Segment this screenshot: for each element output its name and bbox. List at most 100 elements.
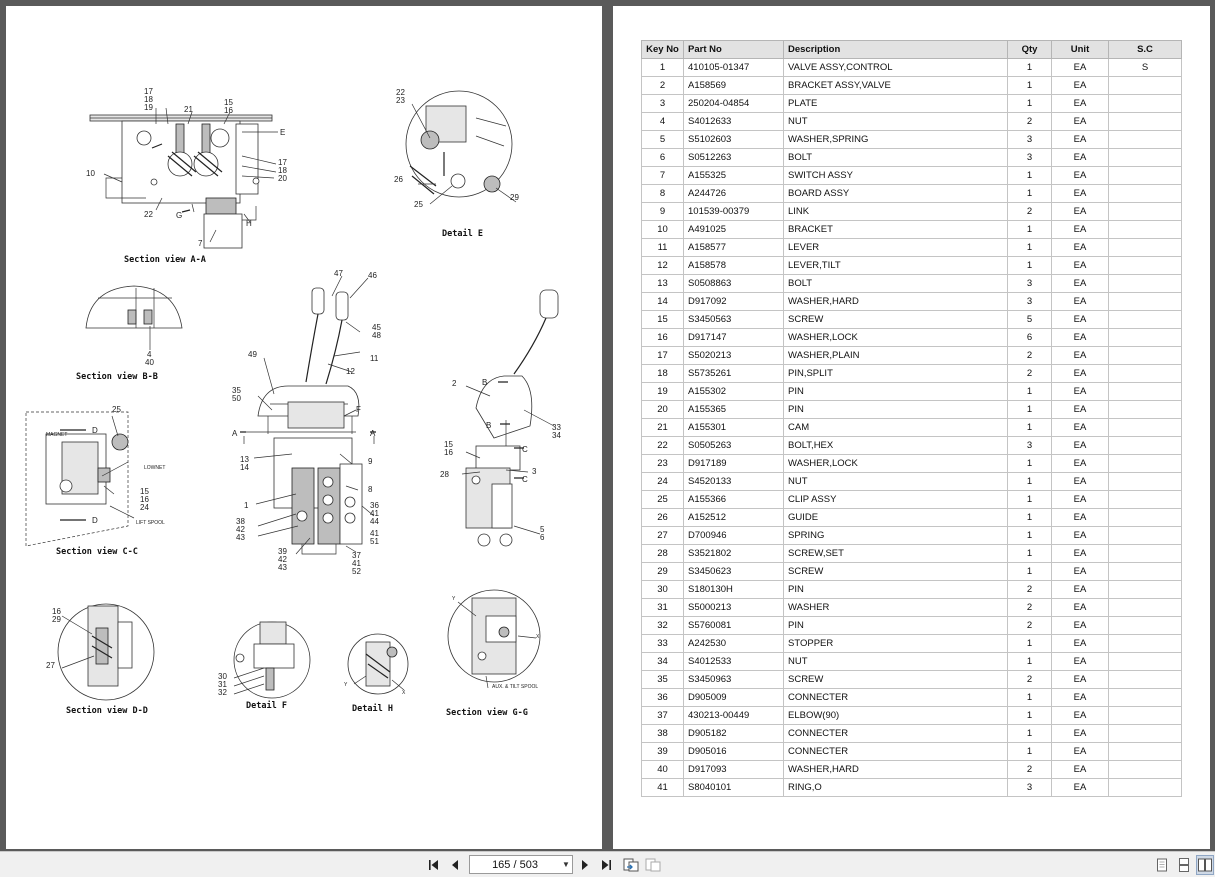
cell-part-no: D700946 [683, 526, 784, 545]
cell-key-no: 14 [641, 292, 684, 311]
cell-qty: 1 [1007, 562, 1052, 581]
cell-sc [1108, 382, 1182, 401]
cell-unit: EA [1051, 544, 1109, 563]
cell-key-no: 41 [641, 778, 684, 797]
cell-part-no: A152512 [683, 508, 784, 527]
cell-part-no: S3521802 [683, 544, 784, 563]
svg-text:B: B [486, 421, 491, 430]
svg-text:Section view A-A: Section view A-A [124, 254, 206, 265]
cell-key-no: 27 [641, 526, 684, 545]
cell-unit: EA [1051, 490, 1109, 509]
cell-description: BOARD ASSY [783, 184, 1008, 203]
cell-qty: 1 [1007, 526, 1052, 545]
cell-sc [1108, 310, 1182, 329]
cell-part-no: S5020213 [683, 346, 784, 365]
cell-unit: EA [1051, 418, 1109, 437]
svg-text:Detail E: Detail E [442, 228, 483, 239]
next-page-icon[interactable] [578, 855, 592, 875]
cell-sc [1108, 328, 1182, 347]
section-view-d-d: 16 29 27 Section view D-D [46, 603, 155, 716]
detail-h: Y X Detail H [344, 633, 409, 714]
svg-text:17: 17 [144, 87, 153, 96]
cell-part-no: A158569 [683, 76, 784, 95]
cell-key-no: 23 [641, 454, 684, 473]
svg-text:41: 41 [370, 509, 379, 518]
svg-text:35: 35 [232, 386, 241, 395]
previous-page-icon[interactable] [448, 855, 462, 875]
cell-key-no: 39 [641, 742, 684, 761]
cell-part-no: A155365 [683, 400, 784, 419]
cell-sc [1108, 184, 1182, 203]
svg-text:20: 20 [278, 174, 287, 183]
cell-qty: 1 [1007, 382, 1052, 401]
cell-qty: 1 [1007, 418, 1052, 437]
cell-qty: 1 [1007, 508, 1052, 527]
parts-diagram: 17 18 19 21 15 16 10 22 G 7 H E 17 18 20… [25, 87, 561, 718]
svg-text:21: 21 [184, 105, 193, 114]
cell-part-no: A242530 [683, 634, 784, 653]
cell-description: NUT [783, 112, 1008, 131]
cell-key-no: 30 [641, 580, 684, 599]
svg-text:F: F [356, 405, 361, 414]
cell-unit: EA [1051, 238, 1109, 257]
cell-description: GUIDE [783, 508, 1008, 527]
cell-unit: EA [1051, 760, 1109, 779]
cell-description: SPRING [783, 526, 1008, 545]
cell-unit: EA [1051, 688, 1109, 707]
svg-text:11: 11 [370, 354, 379, 363]
svg-text:Y: Y [452, 596, 456, 602]
cell-unit: EA [1051, 274, 1109, 293]
cell-sc [1108, 418, 1182, 437]
cell-description: BRACKET [783, 220, 1008, 239]
cell-key-no: 12 [641, 256, 684, 275]
go-back-icon[interactable] [622, 855, 640, 875]
cell-unit: EA [1051, 652, 1109, 671]
cell-part-no: S0508863 [683, 274, 784, 293]
cell-key-no: 10 [641, 220, 684, 239]
cell-qty: 2 [1007, 112, 1052, 131]
cell-qty: 1 [1007, 94, 1052, 113]
cell-description: RING,O [783, 778, 1008, 797]
svg-text:44: 44 [370, 517, 379, 526]
cell-description: BOLT,HEX [783, 436, 1008, 455]
first-page-icon[interactable] [426, 855, 442, 875]
svg-text:Y: Y [344, 682, 348, 688]
continuous-view-icon[interactable] [1176, 855, 1192, 875]
cell-part-no: A155325 [683, 166, 784, 185]
cell-qty: 1 [1007, 238, 1052, 257]
cell-sc [1108, 562, 1182, 581]
last-page-icon[interactable] [598, 855, 614, 875]
cell-qty: 1 [1007, 256, 1052, 275]
svg-text:4: 4 [147, 350, 152, 359]
page-number-selector[interactable]: 165 / 503 ▼ [469, 855, 573, 874]
cell-qty: 2 [1007, 202, 1052, 221]
cell-unit: EA [1051, 382, 1109, 401]
section-view-g-g: Y X AUX. & TILT SPOOL Section view G-G [446, 589, 541, 718]
cell-unit: EA [1051, 562, 1109, 581]
cell-description: STOPPER [783, 634, 1008, 653]
cell-part-no: S3450623 [683, 562, 784, 581]
cell-unit: EA [1051, 742, 1109, 761]
svg-text:9: 9 [368, 457, 373, 466]
svg-text:Section view B-B: Section view B-B [76, 371, 158, 382]
svg-text:25: 25 [414, 200, 423, 209]
svg-text:30: 30 [218, 672, 227, 681]
facing-pages-view-icon[interactable] [1196, 855, 1214, 875]
cell-part-no: A155302 [683, 382, 784, 401]
cell-part-no: S5000213 [683, 598, 784, 617]
svg-text:43: 43 [236, 533, 245, 542]
single-page-view-icon[interactable] [1154, 855, 1170, 875]
go-forward-icon[interactable] [644, 855, 662, 875]
svg-text:26: 26 [394, 175, 403, 184]
